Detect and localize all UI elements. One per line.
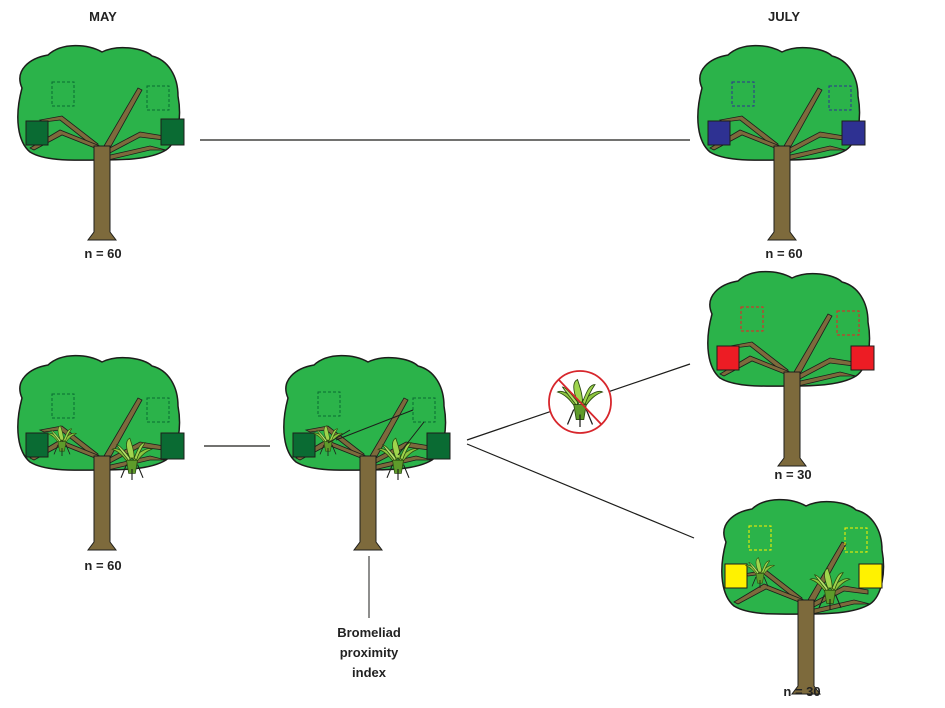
tree-bromeliad-proximity — [283, 354, 451, 551]
trap-box-icon — [858, 563, 883, 589]
trap-box-icon — [716, 345, 740, 371]
dashed-trap-box-icon — [740, 306, 764, 332]
trap-box-icon — [707, 120, 731, 146]
distance-line — [335, 409, 414, 441]
trap-box-icon — [160, 118, 185, 146]
trap-box-icon — [160, 432, 185, 460]
dashed-trap-box-icon — [748, 525, 772, 551]
dashed-trap-box-icon — [317, 391, 341, 417]
trap-box-icon — [25, 432, 49, 458]
dashed-trap-box-icon — [844, 527, 868, 553]
dashed-trap-box-icon — [146, 85, 170, 111]
bromeliad-removal-prohibition-icon — [548, 370, 612, 434]
annotation-line-1: Bromeliad — [337, 625, 401, 640]
tree-july-removed — [707, 270, 875, 467]
trap-box-icon — [841, 120, 866, 146]
tree-may-bromeliad — [17, 354, 185, 551]
dashed-trap-box-icon — [836, 310, 860, 336]
trap-box-icon — [724, 563, 748, 589]
annotation-line-2: proximity — [340, 645, 399, 660]
count-july-top: n = 60 — [765, 246, 802, 261]
header-may: MAY — [89, 9, 117, 24]
dashed-trap-box-icon — [51, 81, 75, 107]
dashed-trap-box-icon — [146, 397, 170, 423]
trap-box-icon — [426, 432, 451, 460]
tree-may-control — [17, 44, 185, 241]
count-may-top: n = 60 — [84, 246, 121, 261]
distance-line — [327, 429, 351, 444]
count-july-yellow: n = 30 — [783, 684, 820, 699]
count-may-bottom: n = 60 — [84, 558, 121, 573]
annotation-line-3: index — [352, 665, 387, 680]
trap-box-icon — [292, 432, 316, 458]
dashed-trap-box-icon — [828, 85, 852, 111]
distance-line — [397, 421, 425, 456]
header-july: JULY — [768, 9, 800, 24]
dashed-trap-box-icon — [731, 81, 755, 107]
tree-july-retained — [721, 498, 885, 695]
connector-line — [466, 443, 695, 539]
trap-box-icon — [850, 345, 875, 371]
count-july-red: n = 30 — [774, 467, 811, 482]
tree-july-control — [697, 44, 866, 241]
dashed-trap-box-icon — [51, 393, 75, 419]
trap-box-icon — [25, 120, 49, 146]
